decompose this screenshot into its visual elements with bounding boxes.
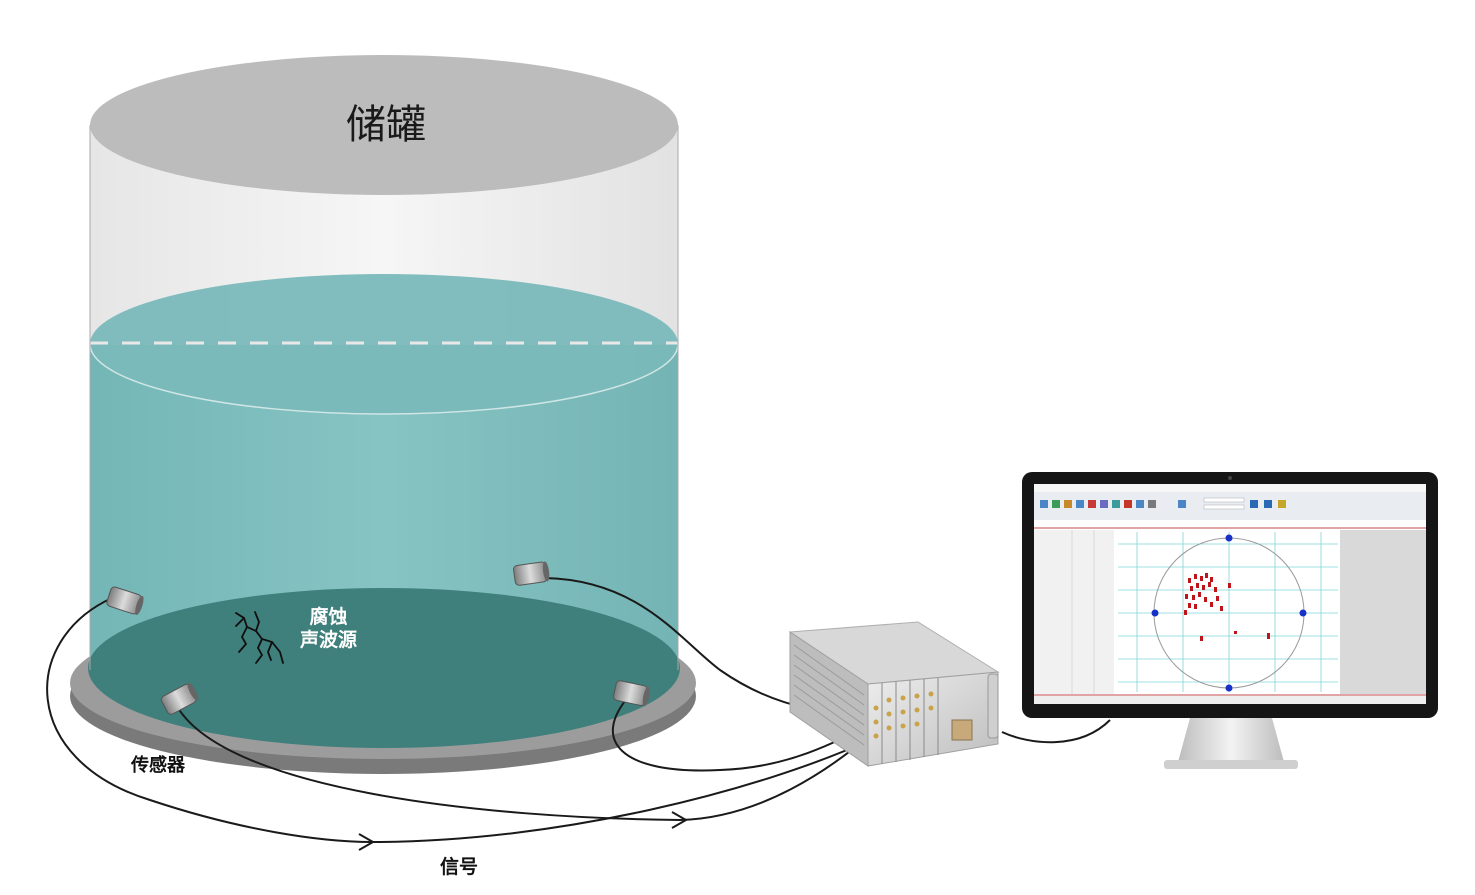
tank-label: 储罐 bbox=[346, 102, 426, 148]
monitor-icon bbox=[1022, 472, 1438, 769]
cable-left-sensor bbox=[46, 597, 373, 843]
tank-floor bbox=[88, 588, 680, 748]
sensor-label: 传感器 bbox=[131, 755, 185, 776]
monitor-stand-neck bbox=[1178, 718, 1284, 762]
instrument-label-plate bbox=[951, 719, 973, 741]
instrument-handle bbox=[987, 673, 999, 739]
corrosion-source-label-line2: 声波源 bbox=[300, 629, 358, 651]
sensor-icon bbox=[513, 561, 550, 586]
liquid-surface-front-edge bbox=[89, 343, 679, 415]
storage-tank bbox=[70, 55, 696, 774]
corrosion-source-label: 腐蚀 声波源 bbox=[300, 606, 357, 652]
screen-right-panel bbox=[1340, 530, 1426, 694]
instrument-front bbox=[867, 671, 999, 767]
acquisition-instrument-icon bbox=[788, 621, 1000, 767]
sensor-icon bbox=[106, 586, 144, 615]
instrument-cooling-fins bbox=[793, 644, 865, 746]
arrow-right-icon bbox=[671, 811, 689, 829]
signal-label: 信号 bbox=[440, 856, 479, 878]
sensor-icon bbox=[613, 680, 650, 707]
plot-grid bbox=[1118, 532, 1338, 692]
screen-left-panel bbox=[1034, 530, 1114, 694]
plot-sensor-markers bbox=[1151, 534, 1307, 692]
screen-ribbon-tabs bbox=[1034, 484, 1426, 492]
cable-left-arrow-continuation bbox=[371, 739, 871, 843]
monitor-stand-base bbox=[1164, 760, 1298, 769]
arrow-right-icon bbox=[358, 833, 376, 851]
tank-roof bbox=[90, 55, 678, 195]
screen-status-bar bbox=[1034, 696, 1426, 704]
instrument-connectors bbox=[873, 691, 934, 739]
monitor-camera bbox=[1228, 476, 1232, 480]
cable-front-sensor bbox=[177, 707, 877, 822]
cable-monitor bbox=[1001, 719, 1111, 744]
sensor-icon bbox=[160, 682, 199, 715]
instrument-slots bbox=[881, 678, 939, 764]
screen-ribbon-icons bbox=[1040, 497, 1286, 510]
corrosion-source-label-line1: 腐蚀 bbox=[309, 606, 348, 628]
crack-icon bbox=[235, 611, 284, 664]
plot-event-markers bbox=[1184, 573, 1270, 641]
